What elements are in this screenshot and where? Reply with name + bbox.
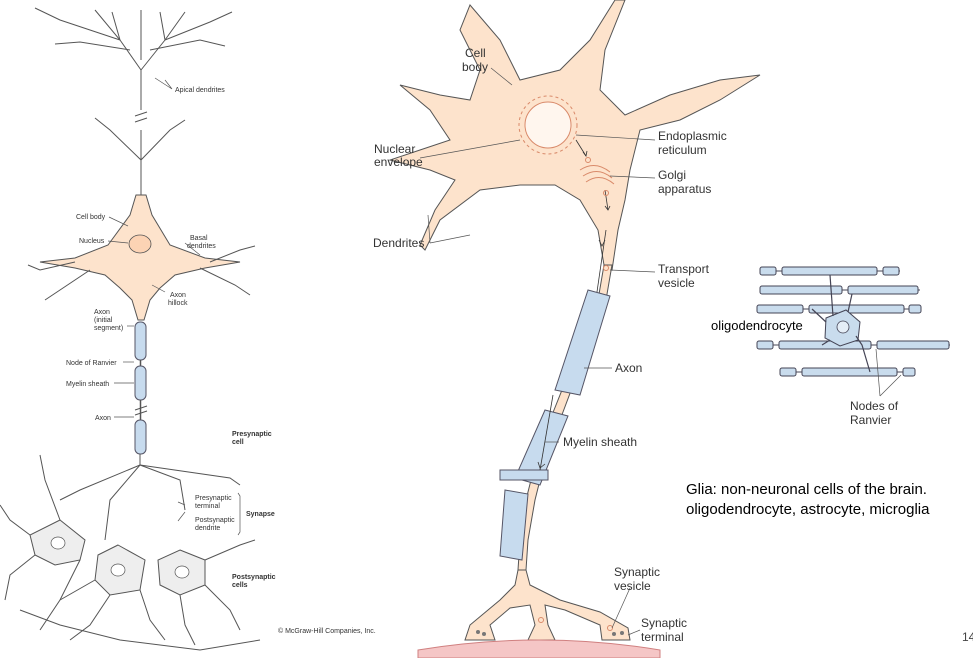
left-myelin-2 (134, 365, 147, 401)
label-synaptic-vesicle-1: Synaptic (614, 565, 660, 579)
caption-line-1: Glia: non-neuronal cells of the brain. (686, 481, 927, 498)
label-cell-body-center-2: body (462, 60, 488, 74)
label-nodes-of-ranvier-1: Nodes of (850, 399, 899, 413)
label-axon-initial-2: (initial (94, 317, 113, 324)
label-hillock-1: Axon (170, 292, 186, 299)
label-nodes-of-ranvier-2: Ranvier (850, 413, 891, 427)
endoplasmic-reticulum (518, 95, 578, 155)
label-postsynaptic-cells-1: Postsynaptic (232, 574, 276, 581)
label-presynaptic-cell-2: cell (232, 439, 244, 446)
label-cell-body-left: Cell body (76, 214, 106, 221)
label-er-1: Endoplasmic (658, 129, 727, 143)
golgi-apparatus (579, 165, 615, 185)
left-neuron-diagram: Apical dendrites Cell body Nucleus Basal… (0, 7, 376, 651)
center-myelin-3 (499, 489, 529, 561)
label-golgi-2: apparatus (658, 182, 711, 196)
vesicle-path-arrows (575, 139, 611, 211)
basal-dendrites (27, 245, 256, 301)
center-myelin-1 (554, 289, 611, 396)
label-node-of-ranvier: Node of Ranvier (66, 360, 117, 367)
glia-caption: Glia: non-neuronal cells of the brain. o… (686, 480, 971, 520)
label-nucleus: Nucleus (79, 238, 105, 245)
caption-line-2: oligodendrocyte, astrocyte, microglia (686, 501, 930, 518)
label-nuclear-envelope-1: Nuclear (374, 142, 415, 156)
label-axon-center: Axon (615, 361, 642, 375)
left-myelin-1 (134, 321, 147, 361)
label-postsyn-dendrite-2: dendrite (195, 525, 220, 532)
label-myelin-sheath-center: Myelin sheath (563, 435, 637, 449)
label-axon-initial-3: segment) (94, 325, 123, 332)
label-axon-initial-1: Axon (94, 309, 110, 316)
label-oligodendrocyte: oligodendrocyte (711, 318, 803, 333)
label-postsyn-dendrite-1: Postsynaptic (195, 517, 235, 524)
center-nucleus (524, 101, 572, 149)
left-leader-lines (107, 77, 241, 536)
label-nuclear-envelope-2: envelope (374, 155, 423, 169)
label-dendrites-center: Dendrites (373, 236, 424, 250)
label-apical-dendrites: Apical dendrites (175, 87, 225, 94)
postsynaptic-membrane (417, 639, 661, 658)
left-cell-body (39, 194, 241, 321)
postsynaptic-cells (0, 454, 261, 651)
label-hillock-2: hillock (168, 300, 188, 307)
copyright-notice: © McGraw-Hill Companies, Inc. (278, 627, 376, 635)
label-basal-2: dendrites (187, 243, 216, 250)
apical-dendrites (34, 7, 233, 200)
center-myelin-2 (514, 409, 569, 486)
left-myelin-3 (134, 419, 147, 455)
ranvier-leader-lines (875, 348, 902, 397)
label-synaptic-vesicle-2: vesicle (614, 579, 651, 593)
label-presyn-terminal-1: Presynaptic (195, 495, 232, 502)
label-postsynaptic-cells-2: cells (232, 582, 248, 589)
label-synapse: Synapse (246, 511, 275, 518)
label-synaptic-terminal-2: terminal (641, 630, 684, 644)
oligodendrocyte-diagram: oligodendrocyte Nodes of Ranvier (711, 266, 950, 427)
label-transport-vesicle-1: Transport (658, 262, 710, 276)
label-basal-1: Basal (190, 235, 208, 242)
center-neuron-diagram: Cell body Nuclear envelope Endoplasmic r… (373, 0, 761, 658)
label-myelin-sheath-left: Myelin sheath (66, 381, 109, 388)
label-cell-body-center-1: Cell (465, 46, 486, 60)
page-number: 14 (962, 630, 973, 644)
label-axon-left: Axon (95, 415, 111, 422)
left-nucleus (128, 234, 152, 254)
oligodendrocyte-cell (811, 274, 871, 373)
label-presynaptic-cell-1: Presynaptic (232, 431, 272, 438)
label-presyn-terminal-2: terminal (195, 503, 220, 510)
label-transport-vesicle-2: vesicle (658, 276, 695, 290)
center-cell-body (388, 0, 761, 271)
label-synaptic-terminal-1: Synaptic (641, 616, 687, 630)
label-er-2: reticulum (658, 143, 707, 157)
center-axon-terminals (464, 569, 631, 641)
left-axon-terminals (59, 454, 241, 541)
label-golgi-1: Golgi (658, 168, 686, 182)
center-leader-lines (419, 67, 656, 636)
